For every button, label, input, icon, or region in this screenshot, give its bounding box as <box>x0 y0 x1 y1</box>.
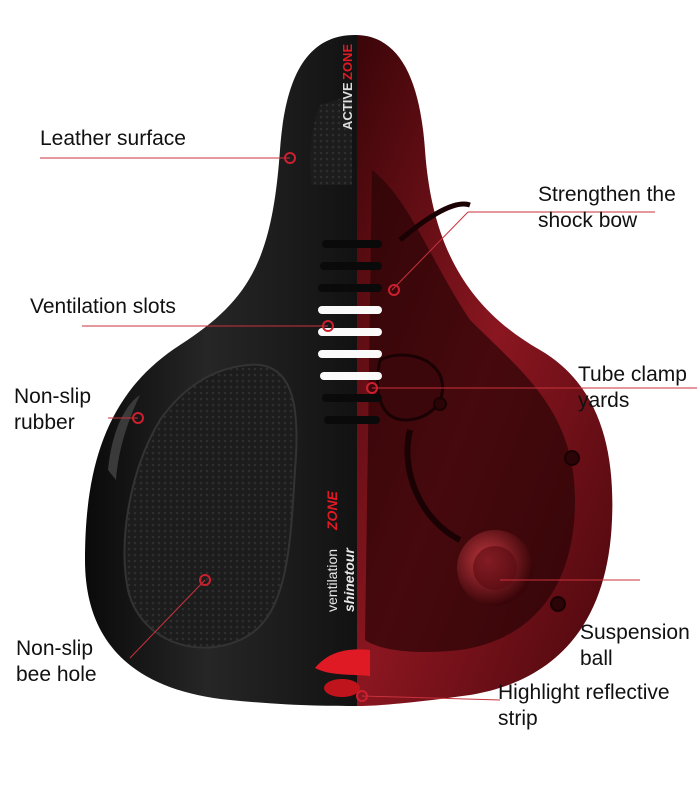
label-highlight-reflective-strip: Highlight reflective strip <box>498 681 670 730</box>
saddle-black-half <box>85 35 357 706</box>
ventilation-slots-shape <box>318 240 382 424</box>
marker-rubber <box>132 412 144 424</box>
saddle-red-half <box>357 35 613 706</box>
label-non-slip-bee-hole: Non-slip bee hole <box>16 637 97 686</box>
marker-tube-clamp <box>366 382 378 394</box>
markers <box>132 152 400 702</box>
marker-leather <box>284 152 296 164</box>
bee-hole-pad <box>123 363 298 649</box>
label-tube-clamp-yards: Tube clamp yards <box>578 363 687 412</box>
side-text-group: ventilation ZONE shinetour <box>324 490 357 612</box>
marker-ventilation <box>322 320 334 332</box>
label-non-slip-rubber: Non-slip rubber <box>14 385 92 434</box>
label-strengthen-shock-bow: Strengthen the shock bow <box>538 183 676 232</box>
leader-lines <box>40 157 697 701</box>
side-line-2: shinetour <box>341 547 357 612</box>
leader-line-reflective <box>361 695 501 701</box>
side-line-1-suffix: ZONE <box>324 490 340 531</box>
brand-top-group: ACTIVE ZONE <box>340 44 355 130</box>
label-suspension-ball: Suspension ball <box>580 621 690 670</box>
label-ventilation-slots: Ventilation slots <box>30 295 176 318</box>
brand-top-text: ACTIVE <box>340 82 355 130</box>
side-line-1: ventilation <box>324 549 340 612</box>
leader-line-bow-diag <box>391 211 469 291</box>
marker-bow <box>388 284 400 296</box>
marker-reflective <box>356 690 368 702</box>
marker-bee-hole <box>199 574 211 586</box>
reflective-strip-shape <box>315 649 370 676</box>
label-leather-surface: Leather surface <box>40 127 186 150</box>
nose-grip-pad <box>310 95 352 185</box>
leader-line-bee-hole <box>129 579 206 659</box>
brand-top-suffix: ZONE <box>340 44 355 80</box>
